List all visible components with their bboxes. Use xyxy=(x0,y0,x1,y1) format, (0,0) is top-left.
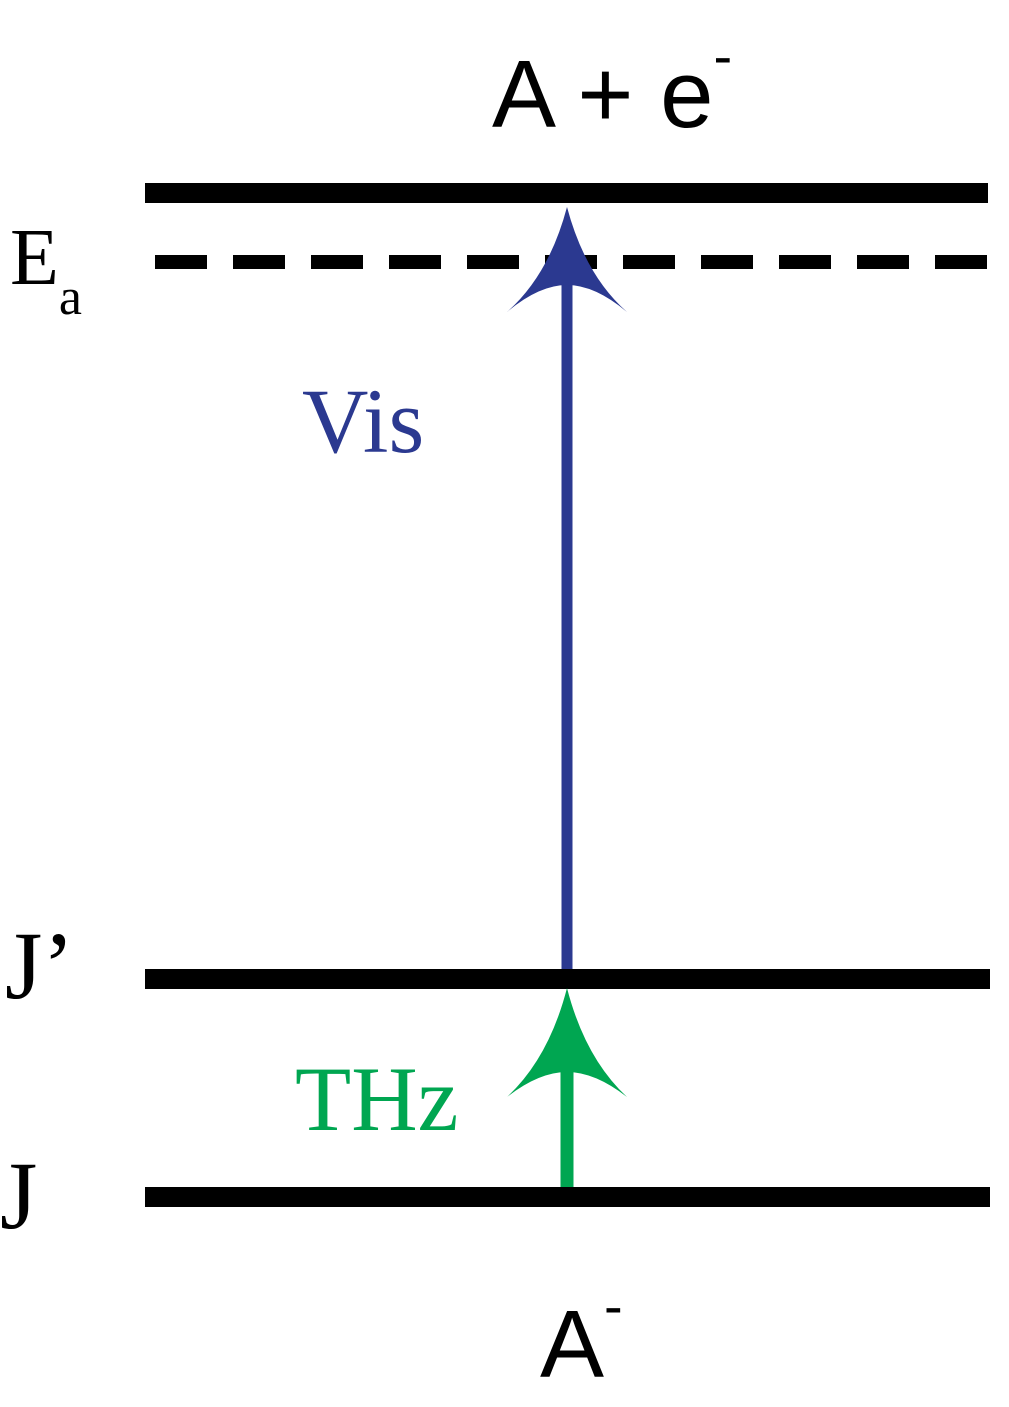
bottom-state-label-superscript: - xyxy=(604,1274,623,1337)
top-state-label: A + e- xyxy=(492,24,732,148)
thz-arrow-head xyxy=(507,988,627,1097)
top-state-label-main: A + e xyxy=(492,41,714,148)
bottom-state-label-main: A xyxy=(540,1291,604,1398)
thz-label: THz xyxy=(295,1048,458,1150)
j-label: J xyxy=(0,1142,37,1249)
vis-label: Vis xyxy=(302,370,424,472)
j-prime-label: J’ xyxy=(5,912,74,1019)
ea-label-subscript: a xyxy=(59,269,82,326)
ea-label-main: E xyxy=(10,214,59,302)
top-state-label-superscript: - xyxy=(714,24,733,87)
ea-label: Ea xyxy=(10,214,82,326)
bottom-state-label: A- xyxy=(540,1274,623,1398)
vis-arrow-head xyxy=(507,207,627,312)
